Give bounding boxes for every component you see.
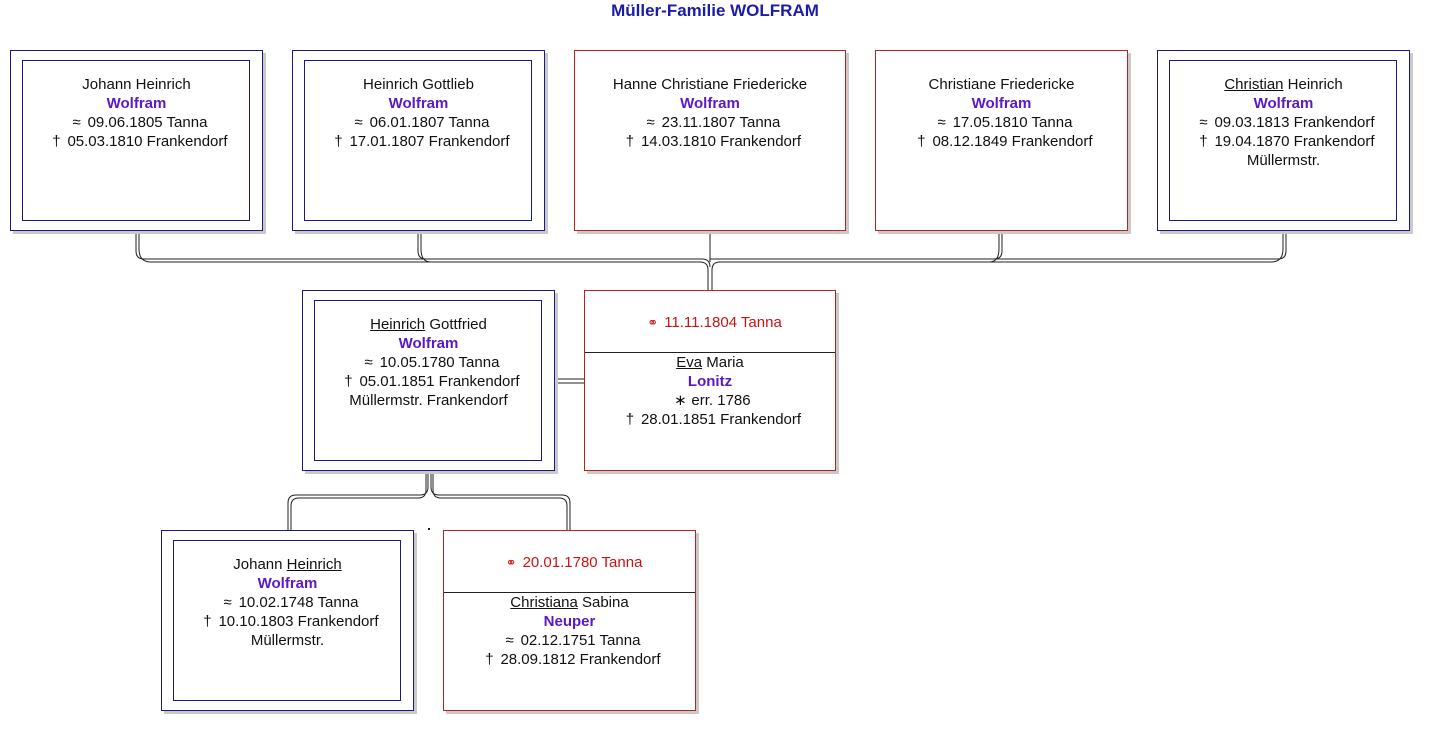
surname: Lonitz: [687, 373, 733, 390]
baptism-line: ≈23.11.1807 Tanna: [575, 113, 845, 132]
surname: Wolfram: [1253, 95, 1314, 112]
card-inner-frame: [173, 540, 401, 701]
given-name: Johann Heinrich: [233, 556, 342, 573]
baptism-icon: ≈: [646, 114, 655, 131]
card-inner-frame: [304, 60, 532, 221]
baptism-icon: ≈: [937, 114, 946, 131]
person-card-hanne-christiane-friedericke[interactable]: Hanne Christiane Friedericke Wolfram ≈23…: [574, 50, 846, 231]
occupation: Müllermstr.: [1246, 152, 1321, 169]
marriage-date: 11.11.1804 Tanna: [664, 314, 782, 331]
marriage-line: ⚭ 20.01.1780 Tanna: [444, 531, 695, 593]
child-drop-2: [417, 232, 432, 263]
marriage-date: 20.01.1780 Tanna: [522, 554, 643, 571]
card-inner-frame: [1169, 60, 1397, 221]
card-inner-frame: [314, 300, 542, 461]
given-name: Eva Maria: [676, 354, 744, 371]
death-icon: †: [625, 411, 635, 428]
death-line: †28.01.1851 Frankendorf: [585, 410, 835, 429]
birth-icon: ∗: [674, 392, 687, 409]
marriage-rings-icon: ⚭: [505, 555, 517, 570]
death-icon: †: [344, 373, 353, 390]
baptism-icon: ≈: [505, 632, 514, 649]
surname: Neuper: [543, 613, 596, 630]
baptism-line: ≈17.05.1810 Tanna: [876, 113, 1127, 132]
death-line: †19.04.1870 Frankendorf: [1158, 132, 1409, 151]
baptism-icon: ≈: [72, 114, 81, 131]
surname: Wolfram: [257, 575, 318, 592]
parents-bus-line: [287, 472, 571, 530]
death-icon: †: [52, 133, 61, 150]
death-icon: †: [1199, 133, 1208, 150]
person-card-johann-heinrich-grandfather[interactable]: Johann Heinrich Wolfram ≈10.02.1748 Tann…: [161, 530, 414, 711]
children-bus-line: [135, 232, 1287, 268]
given-name: Christian Heinrich: [1224, 76, 1343, 93]
surname: Wolfram: [106, 95, 167, 112]
death-icon: †: [917, 133, 926, 150]
page-title: Müller-Familie WOLFRAM: [611, 1, 819, 20]
marriage-line: ⚭ 11.11.1804 Tanna: [585, 291, 835, 353]
baptism-line: ≈09.06.1805 Tanna: [11, 113, 262, 132]
surname: Wolfram: [971, 95, 1032, 112]
baptism-icon: ≈: [223, 594, 232, 611]
death-line: †05.01.1851 Frankendorf: [303, 372, 554, 391]
death-line: †08.12.1849 Frankendorf: [876, 132, 1127, 151]
baptism-icon: ≈: [1199, 114, 1208, 131]
couple-link-1: [557, 378, 585, 384]
death-line: †17.01.1807 Frankendorf: [293, 132, 544, 151]
death-icon: †: [334, 133, 343, 150]
surname: Wolfram: [398, 335, 459, 352]
death-line: †10.10.1803 Frankendorf: [162, 612, 413, 631]
baptism-line: ≈10.02.1748 Tanna: [162, 593, 413, 612]
death-line: †28.09.1812 Frankendorf: [444, 650, 695, 669]
children-bus-line-inner: [138, 232, 1284, 290]
surname: Wolfram: [680, 95, 740, 112]
person-card-christiana-sabina[interactable]: ⚭ 20.01.1780 Tanna Christiana Sabina Neup…: [443, 530, 696, 711]
person-card-johann-heinrich-child[interactable]: Johann Heinrich Wolfram ≈09.06.1805 Tann…: [10, 50, 263, 231]
person-card-heinrich-gottlieb[interactable]: Heinrich Gottlieb Wolfram ≈06.01.1807 Ta…: [292, 50, 545, 231]
card-inner-frame: [22, 60, 250, 221]
marriage-rings-icon: ⚭: [647, 315, 658, 330]
baptism-line: ≈06.01.1807 Tanna: [293, 113, 544, 132]
surname: Wolfram: [388, 95, 449, 112]
person-card-christiane-friedericke[interactable]: Christiane Friedericke Wolfram ≈17.05.18…: [875, 50, 1128, 231]
baptism-line: ≈09.03.1813 Frankendorf: [1158, 113, 1409, 132]
baptism-line: ≈02.12.1751 Tanna: [444, 631, 695, 650]
parents-bus-line-inner: [290, 472, 568, 530]
given-name: Hanne Christiane Friedericke: [612, 76, 808, 93]
person-card-heinrich-gottfried[interactable]: Heinrich Gottfried Wolfram ≈10.05.1780 T…: [302, 290, 555, 471]
death-icon: †: [203, 613, 212, 630]
baptism-icon: ≈: [364, 354, 373, 371]
occupation: Müllermstr.: [250, 632, 325, 649]
death-line: †05.03.1810 Frankendorf: [11, 132, 262, 151]
death-icon: †: [625, 133, 635, 150]
person-card-eva-maria[interactable]: ⚭ 11.11.1804 Tanna Eva Maria Lonitz ∗err.…: [584, 290, 836, 471]
occupation: Müllermstr. Frankendorf: [349, 392, 508, 409]
child-drop-4: [988, 232, 1003, 263]
given-name: Heinrich Gottlieb: [363, 76, 474, 93]
stray-dot: [428, 528, 430, 530]
baptism-line: ≈10.05.1780 Tanna: [303, 353, 554, 372]
given-name: Christiane Friedericke: [928, 76, 1075, 93]
given-name: Johann Heinrich: [82, 76, 191, 93]
death-line: †14.03.1810 Frankendorf: [575, 132, 845, 151]
person-card-christian-heinrich[interactable]: Christian Heinrich Wolfram ≈09.03.1813 F…: [1157, 50, 1410, 231]
baptism-icon: ≈: [354, 114, 363, 131]
given-name: Christiana Sabina: [510, 594, 629, 611]
birth-line: ∗err. 1786: [585, 391, 835, 410]
given-name: Heinrich Gottfried: [370, 316, 487, 333]
death-icon: †: [485, 651, 494, 668]
